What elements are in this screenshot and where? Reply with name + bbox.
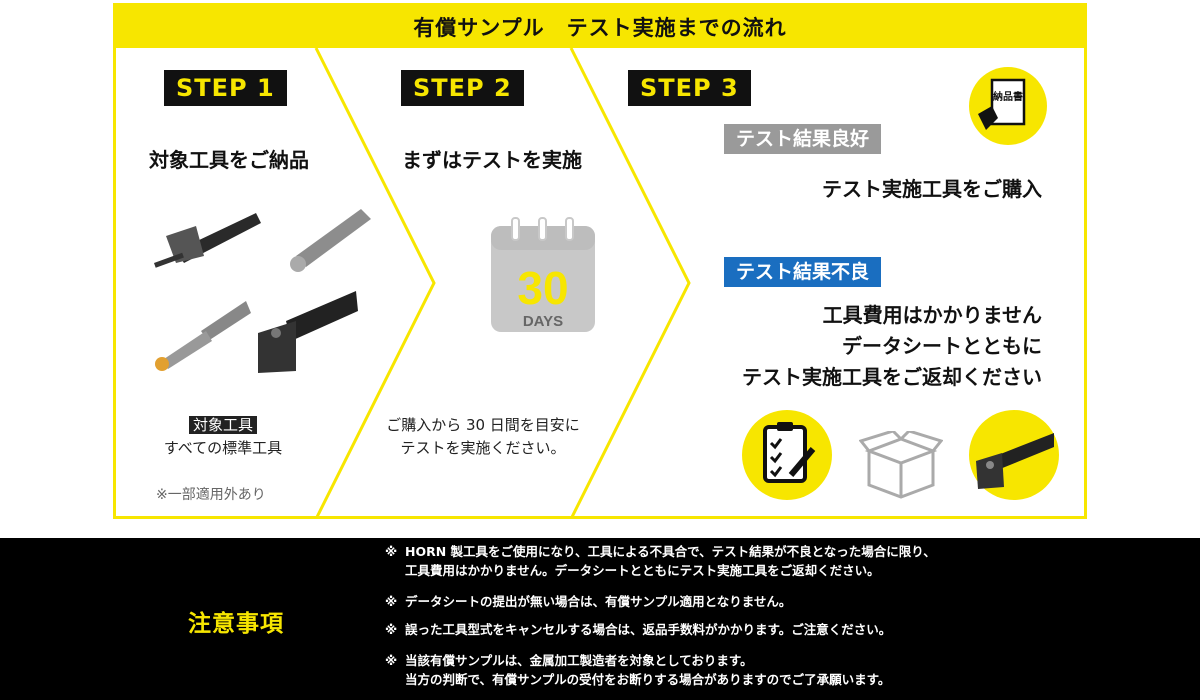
notes-section: 注意事項 ※ HORN 製工具をご使用になり、工具による不具合で、テスト結果が不良… xyxy=(0,538,1200,700)
note-mark: ※ xyxy=(385,594,398,609)
flow-panel: 有償サンプル テスト実施までの流れ STEP 1 対象工具をご納品 対象工 xyxy=(113,3,1087,519)
note-1-line2: 工具費用はかかりません。データシートとともにテスト実施工具をご返却ください。 xyxy=(405,563,880,578)
tool-thread-mill-image xyxy=(155,301,251,371)
note-item-1: ※ HORN 製工具をご使用になり、工具による不具合で、テスト結果が不良となった場… xyxy=(385,542,936,580)
step2-desc-line2: テストを実施ください。 xyxy=(400,438,566,457)
note-mark: ※ xyxy=(385,653,398,668)
box-icon xyxy=(859,431,943,499)
step2-badge: STEP 2 xyxy=(401,70,524,106)
step1-desc: すべての標準工具 xyxy=(163,438,283,457)
note-4-line1: 当該有償サンプルは、金属加工製造者を対象としております。 xyxy=(405,653,753,668)
note-item-4: ※ 当該有償サンプルは、金属加工製造者を対象としております。 当方の判断で、有償サ… xyxy=(385,651,890,689)
tool-grooving-holder-image xyxy=(258,291,358,373)
step1-badge: STEP 1 xyxy=(164,70,287,106)
tool-holder-icon xyxy=(969,410,1059,500)
step-arrows xyxy=(314,48,691,519)
note-4-line2: 当方の判断で、有償サンプルの受付をお断りする場合がありますのでご了承願います。 xyxy=(405,672,891,687)
note-mark: ※ xyxy=(385,622,398,637)
step1-tag: 対象工具 xyxy=(188,416,257,434)
calendar-icon: 30 DAYS xyxy=(491,217,595,332)
tool-boring-bar-image xyxy=(154,213,261,268)
result-bad-line3: テスト実施工具をご返却ください xyxy=(742,365,1042,389)
step2-desc-line1: ご購入から 30 日間を目安に xyxy=(386,416,580,434)
step1-note: ※一部適用外あり xyxy=(156,487,266,503)
arrow-step2 xyxy=(569,48,691,519)
tool-shank-image xyxy=(290,209,371,272)
step1-tag-wrap: 対象工具 すべての標準工具 xyxy=(148,414,298,459)
calendar-unit: DAYS xyxy=(523,313,563,330)
result-bad-text: 工具費用はかかりません データシートとともに テスト実施工具をご返却ください xyxy=(676,300,1042,393)
tool-images xyxy=(154,209,371,373)
step3-badge: STEP 3 xyxy=(628,70,751,106)
result-bad-badge: テスト結果不良 xyxy=(724,257,882,287)
note-mark: ※ xyxy=(385,544,398,559)
result-bad-line2: データシートとともに xyxy=(842,334,1042,358)
result-bad-line1: 工具費用はかかりません xyxy=(822,303,1042,327)
step2-desc: ご購入から 30 日間を目安に テストを実施ください。 xyxy=(368,414,598,459)
note-3-line1: 誤った工具型式をキャンセルする場合は、返品手数料がかかります。ご注意ください。 xyxy=(405,622,892,637)
notes-title: 注意事項 xyxy=(188,611,284,637)
result-good-badge: テスト結果良好 xyxy=(724,124,882,154)
page-title: 有償サンプル テスト実施までの流れ xyxy=(116,6,1084,48)
note-item-2: ※ データシートの提出が無い場合は、有償サンプル適用となりません。 xyxy=(385,592,791,611)
delivery-document-icon: 納品書 xyxy=(969,67,1047,145)
note-1-line1: HORN 製工具をご使用になり、工具による不具合で、テスト結果が不良となった場合… xyxy=(405,544,936,559)
result-good-text: テスト実施工具をご購入 xyxy=(822,177,1042,201)
step2-heading: まずはテストを実施 xyxy=(402,148,582,172)
note-item-3: ※ 誤った工具型式をキャンセルする場合は、返品手数料がかかります。ご注意ください。 xyxy=(385,620,891,639)
note-2-line1: データシートの提出が無い場合は、有償サンプル適用となりません。 xyxy=(405,594,792,609)
arrow-step1 xyxy=(314,48,436,519)
step1-heading: 対象工具をご納品 xyxy=(149,148,309,172)
calendar-number: 30 xyxy=(517,262,568,314)
clipboard-checklist-icon xyxy=(742,410,832,500)
doc-icon-text: 納品書 xyxy=(993,90,1023,103)
